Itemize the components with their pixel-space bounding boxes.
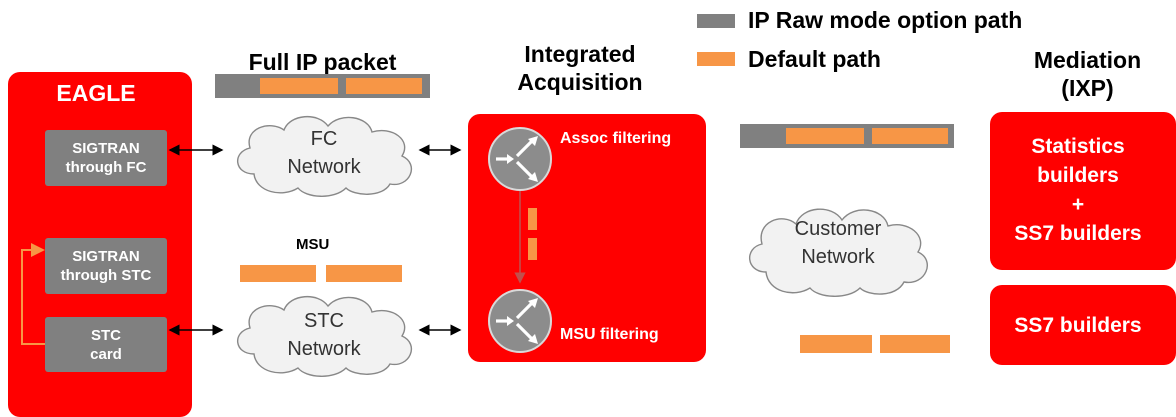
integrated-acquisition-header-l1: Integrated xyxy=(524,41,636,67)
stc-network-cloud: STC Network xyxy=(226,288,422,378)
sigtran-stc-line2: through STC xyxy=(60,267,152,284)
cloud-icon xyxy=(749,208,928,297)
stc-network-line1: STC xyxy=(304,310,344,332)
router-icon xyxy=(488,289,552,353)
sigtran-stc-line1: SIGTRAN xyxy=(72,248,140,265)
sigtran-through-stc-box: SIGTRAN through STC xyxy=(45,238,167,294)
assoc-filtering-label: Assoc filtering xyxy=(560,130,672,147)
fc-network-cloud: FC Network xyxy=(226,108,422,198)
ss7-builders-label: SS7 builders xyxy=(1014,314,1142,337)
fc-network-line1: FC xyxy=(310,128,338,150)
raw-packet-segment-1 xyxy=(786,128,864,144)
statistics-plus: + xyxy=(1071,193,1085,216)
stc-card-line1: STC xyxy=(91,326,121,344)
sigtran-through-fc-box: SIGTRAN through FC xyxy=(45,130,167,186)
mediation-header: Mediation (IXP) xyxy=(1010,46,1165,102)
customer-network-cloud: Customer Network xyxy=(738,200,938,298)
integrated-acquisition-header-l2: Acquisition xyxy=(517,69,643,95)
integrated-acquisition-header: Integrated Acquisition xyxy=(480,40,680,96)
mediation-header-l1: Mediation xyxy=(1033,47,1142,73)
sigtran-fc-line2: through FC xyxy=(65,159,147,176)
statistics-line1: Statistics xyxy=(1031,135,1125,158)
default-msu-segment-2 xyxy=(880,335,950,353)
full-ip-packet-segment-1 xyxy=(260,78,338,94)
cloud-icon xyxy=(237,296,413,377)
stc-card-box: STC card xyxy=(45,317,167,372)
router-icon xyxy=(488,127,552,191)
stc-card-line2: card xyxy=(90,345,122,363)
msu-segment-1 xyxy=(240,265,316,282)
raw-packet-segment-2 xyxy=(872,128,948,144)
msu-segment-2 xyxy=(326,265,402,282)
statistics-builders-block: Statistics builders + SS7 builders xyxy=(990,112,1176,270)
full-ip-packet-header: Full IP packet xyxy=(248,49,397,75)
cloud-icon xyxy=(237,116,413,197)
ss7-builders-block: SS7 builders xyxy=(990,285,1176,365)
statistics-line2: builders xyxy=(1037,164,1119,187)
sigtran-fc-line1: SIGTRAN xyxy=(72,140,140,157)
legend-default-swatch xyxy=(697,52,735,66)
legend-default-label: Default path xyxy=(748,46,881,72)
eagle-title: EAGLE xyxy=(56,80,136,106)
customer-network-line2: Network xyxy=(801,246,875,268)
msu-filtering-label: MSU filtering xyxy=(560,326,659,343)
msu-label: MSU xyxy=(296,236,330,253)
customer-network-line1: Customer xyxy=(794,218,882,240)
default-msu-segment-1 xyxy=(800,335,872,353)
fc-network-line2: Network xyxy=(287,156,361,178)
stc-network-line2: Network xyxy=(287,338,361,360)
legend-raw-label: IP Raw mode option path xyxy=(748,7,1023,33)
statistics-line3: SS7 builders xyxy=(1014,222,1142,245)
full-ip-packet-segment-2 xyxy=(346,78,422,94)
legend-raw-swatch xyxy=(697,14,735,28)
mediation-header-l2: (IXP) xyxy=(1061,75,1114,101)
statistics-builders-text: Statistics builders + SS7 builders xyxy=(990,132,1166,248)
